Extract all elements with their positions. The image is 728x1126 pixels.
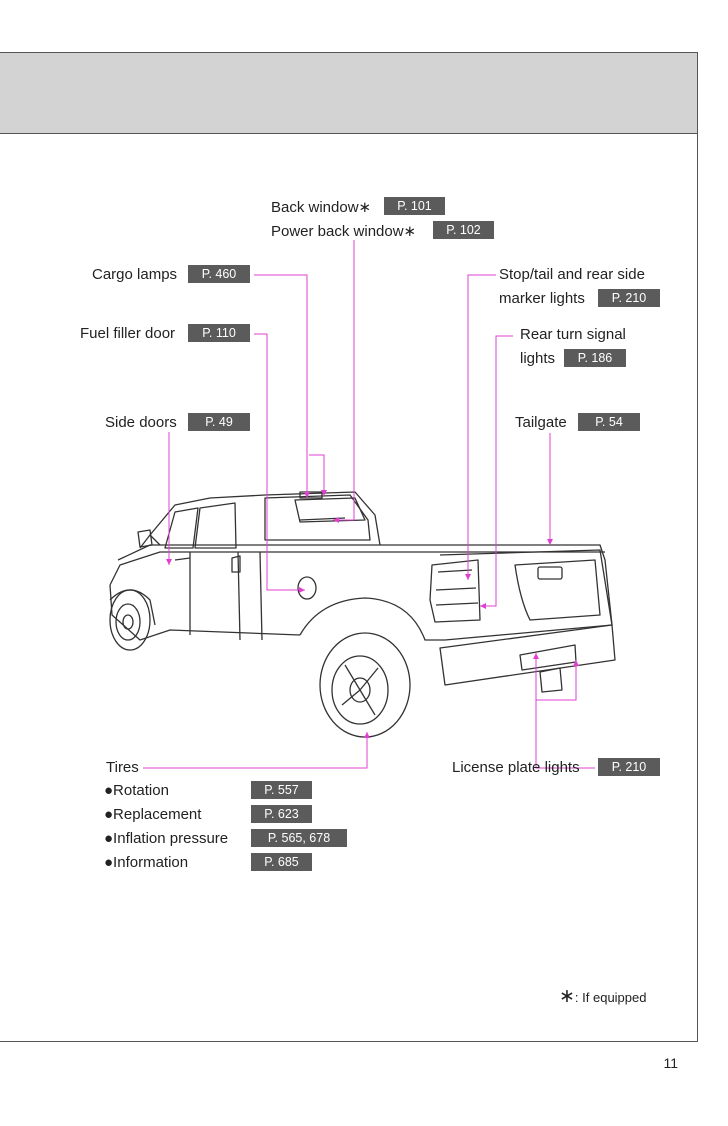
stop-tail-label-line1: Stop/tail and rear side (499, 266, 645, 283)
fuel-filler-door-page-tag[interactable]: P. 110 (188, 324, 250, 342)
footnote-text: : If equipped (574, 990, 647, 1005)
stop-tail-page-tag[interactable]: P. 210 (598, 289, 660, 307)
tires-information-label: ●Information (104, 854, 189, 871)
tires-inflation-page-tag[interactable]: P. 565, 678 (251, 829, 347, 847)
footnote-symbol: ∗ (559, 986, 575, 1007)
tires-information-page-tag[interactable]: P. 685 (251, 853, 312, 871)
tires-rotation-page-tag[interactable]: P. 557 (251, 781, 312, 799)
leader-arrowheads (166, 490, 579, 738)
back-window-label: Back window∗ (271, 199, 372, 216)
chapter-header-band (0, 52, 698, 134)
footnote: ∗: If equipped (559, 985, 646, 1008)
power-back-window-page-tag[interactable]: P. 102 (433, 221, 494, 239)
rear-turn-label-line2: lights (520, 350, 556, 367)
back-window-page-tag[interactable]: P. 101 (384, 197, 445, 215)
rear-turn-label-line1: Rear turn signal (520, 326, 626, 343)
tailgate-page-tag[interactable]: P. 54 (578, 413, 640, 431)
tires-replacement-page-tag[interactable]: P. 623 (251, 805, 312, 823)
license-plate-page-tag[interactable]: P. 210 (598, 758, 660, 776)
side-doors-page-tag[interactable]: P. 49 (188, 413, 250, 431)
stop-tail-label-line2: marker lights (499, 290, 585, 307)
cargo-lamps-label: Cargo lamps (92, 266, 178, 283)
fuel-filler-door-label: Fuel filler door (80, 325, 176, 342)
frame-bottom-rule (0, 1041, 698, 1042)
rear-turn-page-tag[interactable]: P. 186 (564, 349, 626, 367)
leader-lines (143, 240, 595, 769)
tires-label: Tires (106, 759, 139, 776)
power-back-window-label: Power back window∗ (271, 223, 417, 240)
page-number: 11 (663, 1055, 678, 1071)
tires-rotation-label: ●Rotation (104, 782, 169, 799)
license-plate-label: License plate lights (452, 759, 580, 776)
tires-inflation-label: ●Inflation pressure (104, 830, 229, 847)
tailgate-label: Tailgate (515, 414, 567, 431)
cargo-lamps-page-tag[interactable]: P. 460 (188, 265, 250, 283)
tires-replacement-label: ●Replacement (104, 806, 202, 823)
side-doors-label: Side doors (105, 414, 177, 431)
truck-line-art (109, 491, 616, 738)
frame-right-rule (697, 134, 698, 1042)
